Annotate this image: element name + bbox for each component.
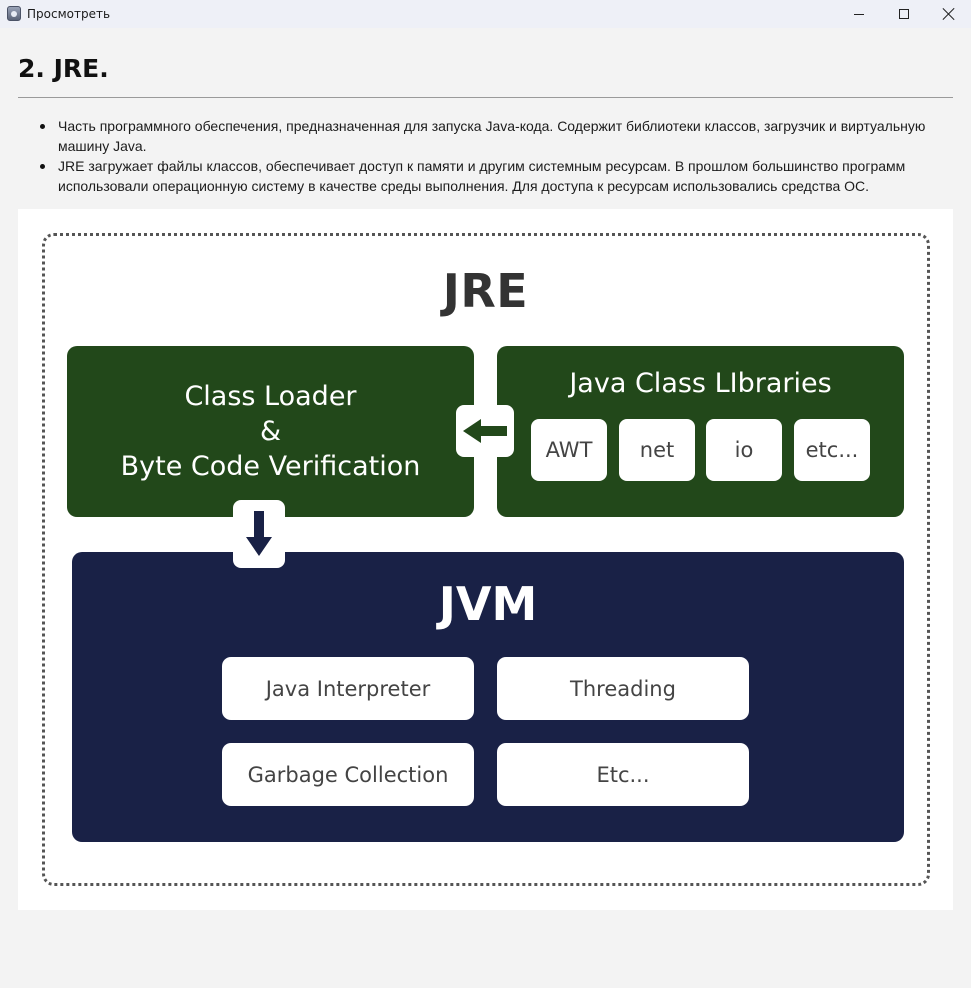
maximize-icon bbox=[899, 9, 909, 19]
heading-divider bbox=[18, 97, 953, 98]
viewer-app-icon bbox=[7, 6, 21, 21]
class-libraries-title: Java Class LIbraries bbox=[569, 368, 832, 399]
class-loader-line: Class Loader bbox=[184, 381, 357, 412]
arrow-left-tile bbox=[456, 405, 514, 457]
jvm-component: Etc... bbox=[497, 743, 749, 806]
jre-boundary-frame bbox=[42, 233, 930, 886]
class-loader-label: Class Loader & Byte Code Verification bbox=[67, 379, 474, 484]
window-title: Просмотреть bbox=[27, 7, 111, 21]
jvm-component: Garbage Collection bbox=[222, 743, 474, 806]
ampersand-line: & bbox=[259, 416, 282, 447]
library-chip: etc... bbox=[794, 419, 870, 481]
library-chip: AWT bbox=[531, 419, 607, 481]
arrow-down-icon bbox=[246, 511, 272, 556]
jvm-box: JVM Java Interpreter Threading Garbage C… bbox=[72, 552, 904, 842]
library-chip: io bbox=[706, 419, 782, 481]
minimize-button[interactable] bbox=[836, 0, 882, 28]
bullet-item: JRE загружает файлы классов, обеспечивае… bbox=[40, 156, 954, 196]
window-titlebar: Просмотреть bbox=[0, 0, 971, 28]
close-icon bbox=[943, 8, 955, 20]
arrow-down-tile bbox=[233, 500, 285, 568]
jvm-title: JVM bbox=[438, 577, 538, 631]
arrow-left-icon bbox=[463, 419, 507, 443]
jvm-component: Threading bbox=[497, 657, 749, 720]
class-libraries-box: Java Class LIbraries AWT net io etc... bbox=[497, 346, 904, 517]
jvm-component: Java Interpreter bbox=[222, 657, 474, 720]
jre-title: JRE bbox=[442, 264, 529, 318]
verification-line: Byte Code Verification bbox=[120, 451, 421, 482]
jre-diagram: JRE Class Loader & Byte Code Verificatio… bbox=[18, 209, 953, 910]
class-loader-box: Class Loader & Byte Code Verification bbox=[67, 346, 474, 517]
library-chip: net bbox=[619, 419, 695, 481]
maximize-button[interactable] bbox=[881, 0, 927, 28]
page-title: 2. JRE. bbox=[18, 54, 109, 83]
bullet-list: Часть программного обеспечения, предназн… bbox=[40, 116, 954, 196]
minimize-icon bbox=[854, 13, 864, 15]
close-button[interactable] bbox=[926, 0, 971, 28]
bullet-item: Часть программного обеспечения, предназн… bbox=[40, 116, 954, 156]
